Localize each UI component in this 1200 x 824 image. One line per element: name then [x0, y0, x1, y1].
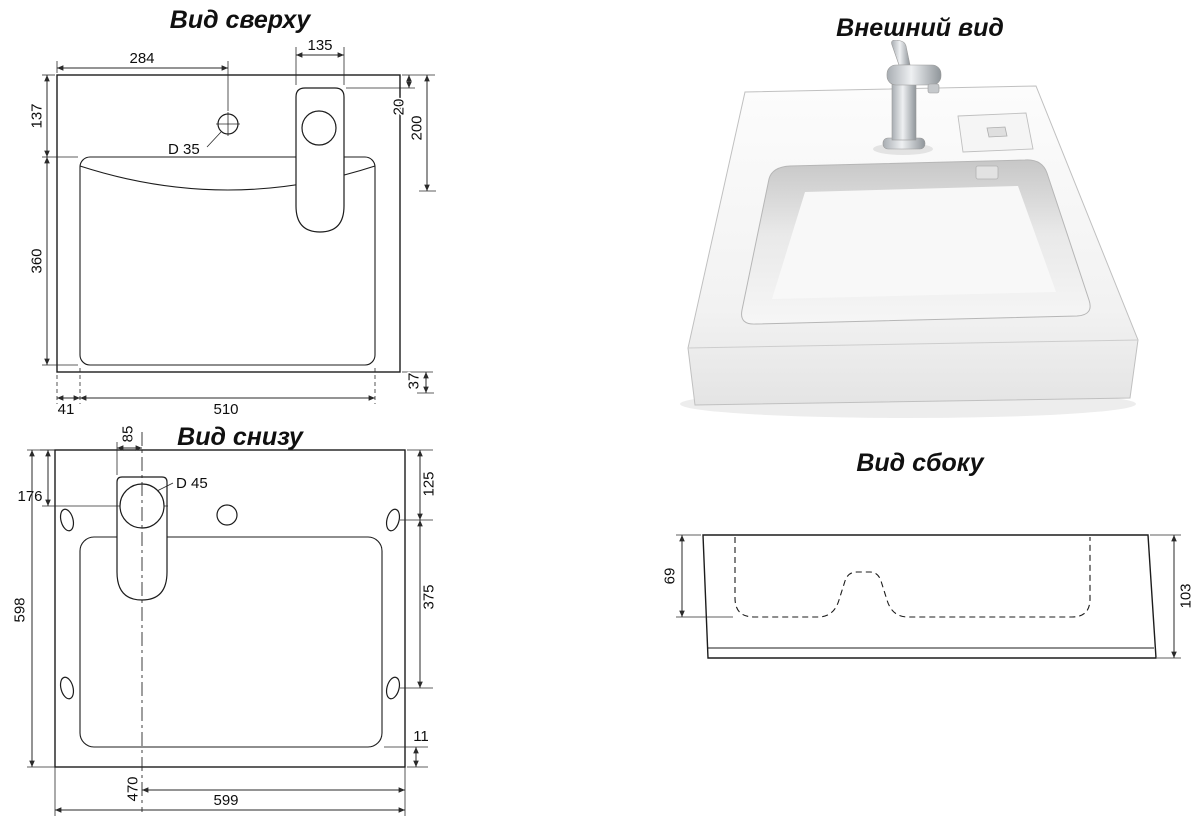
dim-label-11: 11 [413, 728, 429, 745]
overflow-hole-bottom [216, 504, 238, 526]
faucet-spout [886, 64, 942, 86]
side-view-title: Вид сбоку [856, 449, 984, 477]
hole-leader-line [206, 131, 222, 148]
dim-label-103: 103 [1178, 583, 1195, 608]
d45-leader-line [156, 482, 174, 492]
dim-599: 599 [54, 767, 406, 816]
basin-outline-bottom [79, 536, 383, 748]
dim-label-598: 598 [12, 597, 29, 622]
dim-598: 598 [10, 449, 55, 768]
dim-37: 37 [402, 371, 434, 394]
top-view-title: Вид сверху [169, 6, 311, 34]
mount-hole-top-left [59, 508, 75, 532]
faucet-column [891, 79, 917, 141]
dim-label-d45: D 45 [176, 475, 208, 492]
side-view-outlines [702, 534, 1157, 659]
dim-label-176: 176 [17, 488, 42, 505]
dim-label-137: 137 [29, 103, 46, 128]
external-view-title: Внешний вид [836, 14, 1004, 42]
deck-plate-slot [986, 126, 1008, 138]
basin-outline-top [79, 156, 376, 366]
dim-137: 137 [27, 74, 78, 158]
dim-label-200: 200 [409, 115, 426, 140]
dim-label-510: 510 [213, 401, 238, 418]
top-view-drawing: D 35 284 135 137 360 [27, 36, 436, 420]
dim-375: 375 [400, 520, 439, 689]
sink-outline-side [702, 534, 1157, 659]
side-view-drawing: 69 103 [660, 534, 1196, 659]
dim-11: 11 [384, 727, 430, 768]
faucet-hole [301, 110, 337, 146]
sink-outline-top [56, 74, 401, 373]
faucet-slot-top [295, 87, 345, 233]
dim-360: 360 [27, 157, 78, 366]
dim-20: 20 [346, 74, 435, 117]
dim-label-37: 37 [406, 373, 423, 390]
dim-41-510: 41 510 [56, 368, 376, 420]
overflow-notch-3d [975, 165, 999, 180]
dim-135: 135 [295, 36, 345, 85]
dim-label-470: 470 [125, 776, 142, 801]
dim-125: 125 [400, 449, 439, 521]
dim-284: 284 [56, 49, 229, 111]
mount-hole-bottom-left [59, 676, 75, 700]
dim-label-360: 360 [29, 248, 46, 273]
faucet-nozzle [927, 83, 940, 94]
dim-label-41: 41 [58, 401, 75, 418]
dim-label-85: 85 [120, 426, 137, 443]
dim-470: 470 [123, 767, 406, 803]
bottom-view-title: Вид снизу [177, 423, 303, 451]
dim-label-125: 125 [421, 471, 438, 496]
external-view-render [680, 40, 1139, 418]
dim-176: 176 [16, 449, 55, 507]
dim-label-20: 20 [391, 99, 408, 116]
basin-floor-highlight [772, 186, 1056, 299]
basin-hidden-contour [734, 537, 1091, 618]
dim-label-599: 599 [213, 792, 238, 809]
dim-200: 200 [407, 75, 436, 192]
faucet-lever [891, 40, 911, 66]
dim-label-69: 69 [662, 568, 679, 585]
deck-front-edge [687, 339, 1139, 349]
dim-label-375: 375 [421, 584, 438, 609]
dim-69: 69 [660, 534, 733, 618]
bottom-view-outlines: D 45 [42, 432, 406, 812]
mount-hole-bottom-right [385, 676, 401, 700]
top-view-outlines: D 35 [56, 74, 401, 373]
dim-label-d35: D 35 [168, 141, 200, 158]
dim-103: 103 [1150, 534, 1196, 659]
dim-label-135: 135 [307, 37, 332, 54]
mount-hole-top-right [385, 508, 401, 532]
sink-outline-bottom [54, 449, 406, 768]
bottom-view-drawing: D 45 85 176 598 125 375 [10, 424, 439, 816]
dim-label-284: 284 [129, 50, 154, 67]
dim-85: 85 [116, 424, 142, 475]
